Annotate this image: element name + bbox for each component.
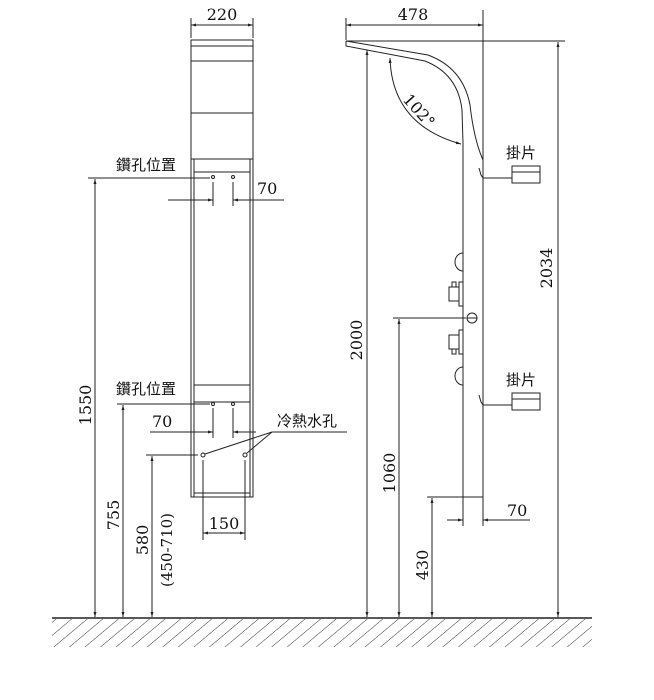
reach-label: 478 — [398, 5, 429, 24]
water-holes-label: 冷熱水孔 — [277, 412, 337, 430]
upper-drill-label: 鑽孔位置 — [116, 156, 176, 174]
upper-bracket-label: 掛片 — [506, 144, 536, 162]
front-height-dimensions: 1550 755 580 (450-710) — [76, 179, 176, 617]
depth-label: 70 — [507, 501, 527, 520]
fittings — [448, 252, 478, 386]
width-dimension: 220 — [190, 5, 254, 38]
front-panel-outline — [190, 39, 254, 498]
side-height-dimensions: 2000 2034 1060 430 — [347, 42, 560, 617]
upper-bracket: 掛片 — [478, 144, 541, 184]
lower-bracket-label: 掛片 — [506, 371, 536, 389]
depth-dimension: 70 — [447, 497, 530, 526]
mixer-height: 1060 — [380, 453, 399, 494]
lower-bracket: 掛片 — [478, 371, 541, 411]
bottom-height: 430 — [413, 550, 432, 581]
head-height: 2000 — [347, 320, 366, 361]
side-panel-outline — [345, 10, 565, 498]
ground — [52, 617, 592, 647]
height-580: 580 — [133, 525, 152, 556]
lower-drill-holes: 70 鑽孔位置 — [116, 380, 256, 438]
lower-drill-label: 鑽孔位置 — [116, 380, 176, 398]
front-view: 220 70 鑽孔位置 70 鑽孔位置 — [76, 5, 347, 617]
overall-height: 2034 — [537, 248, 556, 289]
angle-label: 102° — [399, 90, 439, 131]
water-hole-spacing: 150 — [209, 514, 240, 533]
height-range: (450-710) — [158, 513, 176, 587]
width-label: 220 — [207, 5, 238, 24]
height-755: 755 — [104, 500, 123, 531]
upper-drill-holes: 70 鑽孔位置 — [88, 156, 284, 206]
water-holes: 冷熱水孔 150 — [146, 412, 347, 540]
reach-dimension: 478 — [345, 5, 483, 40]
upper-drill-spacing: 70 — [257, 179, 277, 198]
angle-dimension: 102° — [388, 57, 462, 145]
lower-drill-spacing: 70 — [152, 412, 172, 431]
side-view: 478 102° 掛片 — [345, 5, 565, 617]
height-1550: 1550 — [76, 385, 95, 426]
